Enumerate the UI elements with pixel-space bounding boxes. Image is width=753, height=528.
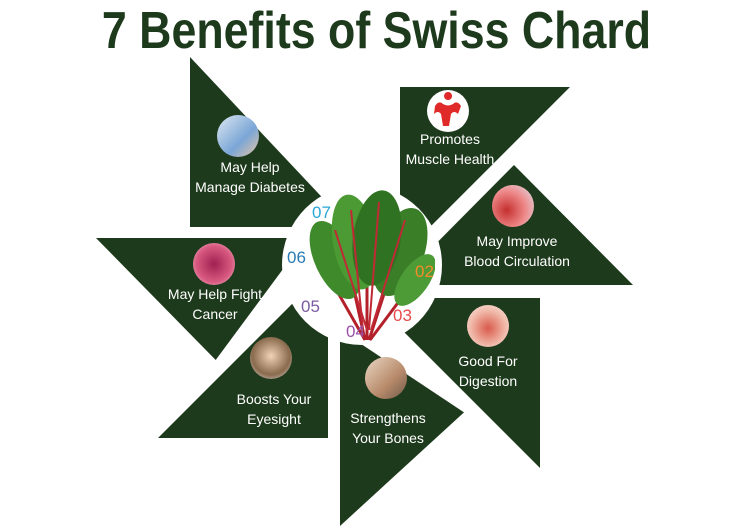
blood-vessel-icon bbox=[492, 185, 534, 227]
swiss-chard-image bbox=[309, 190, 435, 341]
digestive-system-icon bbox=[467, 305, 509, 347]
number-06: 06 bbox=[287, 248, 306, 267]
glucose-meter-icon bbox=[217, 115, 259, 157]
number-04: 04 bbox=[346, 322, 365, 341]
number-05: 05 bbox=[301, 297, 320, 316]
eye-test-icon bbox=[250, 337, 292, 379]
page-title: 7 Benefits of Swiss Chard bbox=[101, 2, 652, 60]
cancer-cell-icon bbox=[193, 243, 235, 285]
number-07: 07 bbox=[312, 203, 331, 222]
muscle-icon bbox=[427, 90, 469, 132]
number-03: 03 bbox=[393, 306, 412, 325]
bone-icon bbox=[365, 357, 407, 399]
number-02: 02 bbox=[415, 262, 434, 281]
